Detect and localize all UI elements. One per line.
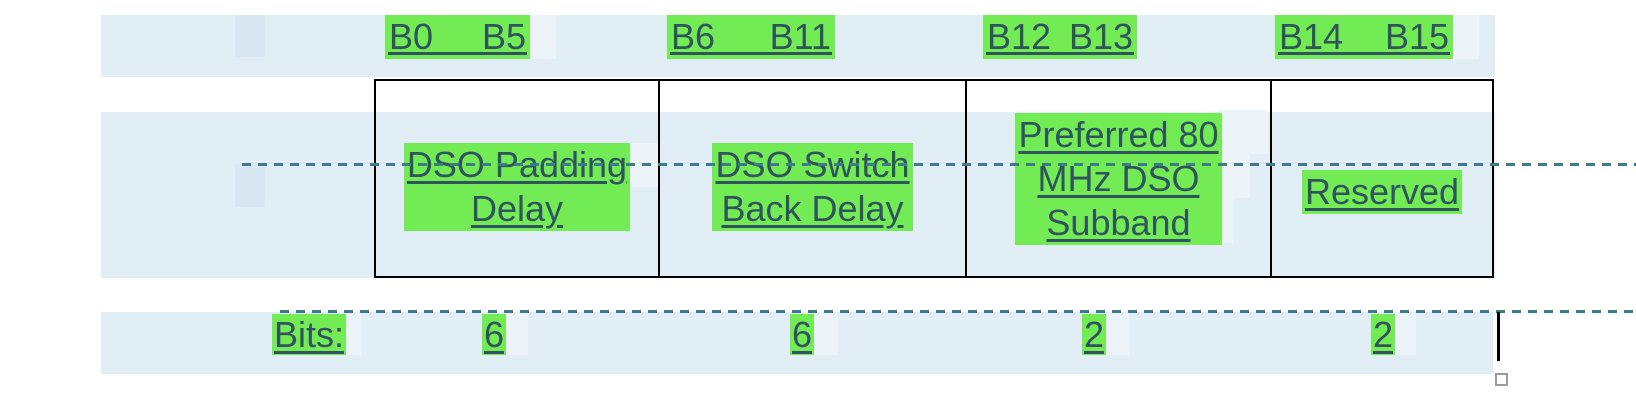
bit-end-label: B5: [481, 16, 526, 57]
bit-range-label-b14-b15: B14 B15: [1275, 15, 1453, 59]
selection-artifact: [814, 313, 838, 355]
selection-artifact: [235, 15, 265, 57]
bit-range-label-b12-b13: B12 B13: [983, 15, 1137, 59]
bit-range-label-b0-b5: B0 B5: [385, 15, 530, 59]
dashed-guide-line-middle: [242, 163, 1636, 166]
bits-row-label: Bits:: [272, 314, 347, 355]
field-label: Reserved: [1301, 169, 1463, 214]
table-edge-tick: [1497, 312, 1500, 361]
bit-end-label: B11: [769, 16, 831, 57]
bit-start-label: B6: [671, 16, 716, 57]
field-cell-reserved: Reserved: [1270, 81, 1492, 276]
selection-artifact: [1105, 313, 1129, 355]
bits-count-field-1: 6: [481, 314, 507, 355]
selection-artifact: [1394, 313, 1416, 355]
resize-handle[interactable]: [1495, 373, 1508, 386]
selection-artifact: [1453, 15, 1479, 59]
bits-count-field-4: 2: [1370, 314, 1396, 355]
bits-count-field-2: 6: [789, 314, 815, 355]
selection-artifact: [341, 313, 361, 355]
bit-start-label: B0: [389, 16, 434, 57]
selection-artifact: [530, 15, 556, 59]
dashed-guide-line-bottom: [280, 310, 1636, 313]
selection-artifact: [235, 164, 265, 207]
selection-artifact: [1218, 110, 1268, 154]
selection-artifact: [504, 313, 528, 355]
bit-end-label: B15: [1384, 16, 1449, 57]
bit-start-label: B12: [987, 16, 1052, 57]
bit-start-label: B14: [1279, 16, 1344, 57]
bits-count-field-3: 2: [1081, 314, 1107, 355]
bit-end-label: B13: [1068, 16, 1133, 57]
bit-range-label-b6-b11: B6 B11: [667, 15, 835, 59]
